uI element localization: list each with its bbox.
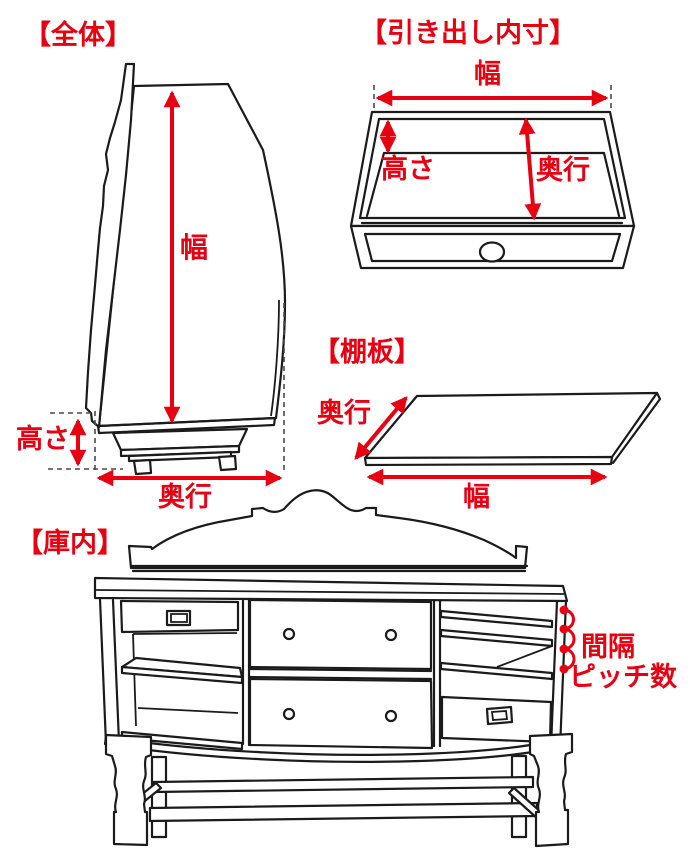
drawer-dimension-arrows (375, 89, 609, 221)
interior-cabinet-drawing (93, 489, 574, 848)
drawer-height-label: 高さ (381, 154, 435, 185)
interior-pitch-markers (559, 605, 576, 674)
overall-side-view-drawing (48, 62, 287, 476)
drawer-section-title: 【引き出し内寸】 (360, 18, 576, 49)
drawer-depth-label: 奥行 (536, 155, 590, 186)
shelf-width-label: 幅 (463, 482, 490, 513)
interior-section-title: 【庫内】 (16, 528, 124, 559)
interior-spacing-label: 間隔 (581, 632, 635, 663)
overall-height-label: 高さ (16, 424, 70, 455)
drawer-width-label: 幅 (474, 59, 501, 90)
shelf-dimension-arrows (354, 396, 608, 486)
interior-pitch-count-label: ピッチ数 (569, 662, 677, 693)
overall-width-label: 幅 (180, 231, 209, 264)
overall-depth-label: 奥行 (158, 482, 212, 513)
overall-dimension-arrows (69, 90, 283, 487)
overall-section-title: 【全体】 (24, 20, 132, 51)
drawer-inner-drawing (349, 85, 636, 270)
shelf-section-title: 【棚板】 (313, 337, 421, 368)
shelf-board-drawing (363, 391, 662, 467)
shelf-depth-label: 奥行 (317, 398, 371, 429)
